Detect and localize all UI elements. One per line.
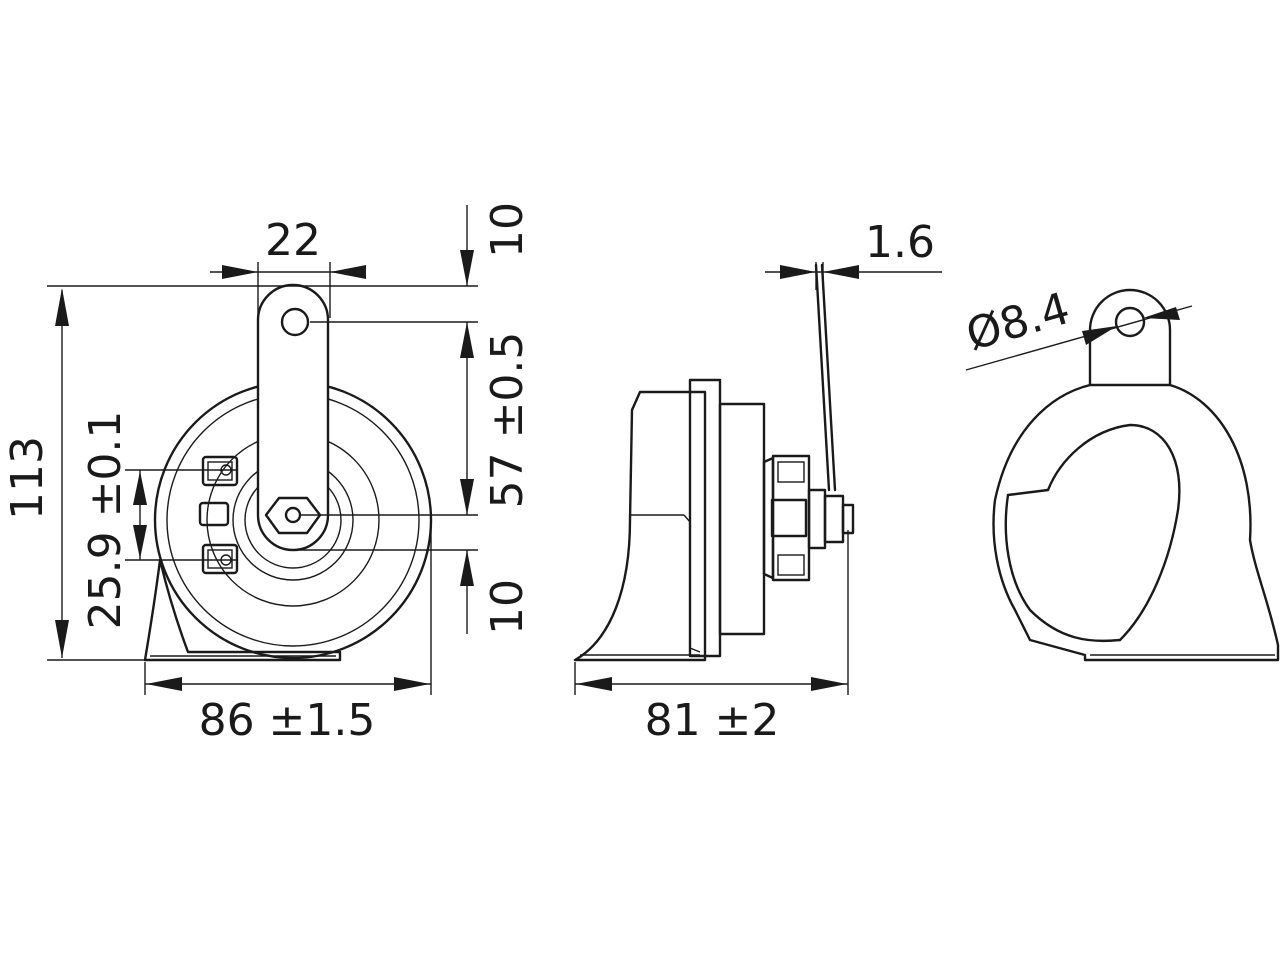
dim-hole-spacing: 57 ±0.5 — [482, 332, 533, 509]
side-view — [573, 263, 855, 662]
dim-total-height: 113 — [2, 436, 53, 520]
dim-front-width: 86 ±1.5 — [199, 695, 376, 746]
dim-hole-diameter: Ø8.4 — [961, 283, 1076, 361]
dim-bracket-width: 22 — [265, 215, 321, 266]
dim-terminal-spacing: 25.9 ±0.1 — [80, 411, 131, 630]
rear-view — [992, 288, 1280, 662]
dim-side-depth: 81 ±2 — [645, 695, 780, 746]
dimension-lines — [47, 205, 1193, 695]
dim-bottom-offset: 10 — [482, 579, 533, 635]
front-view — [143, 283, 433, 662]
dim-top-offset: 10 — [482, 202, 533, 258]
dim-bracket-thickness: 1.6 — [865, 217, 935, 268]
